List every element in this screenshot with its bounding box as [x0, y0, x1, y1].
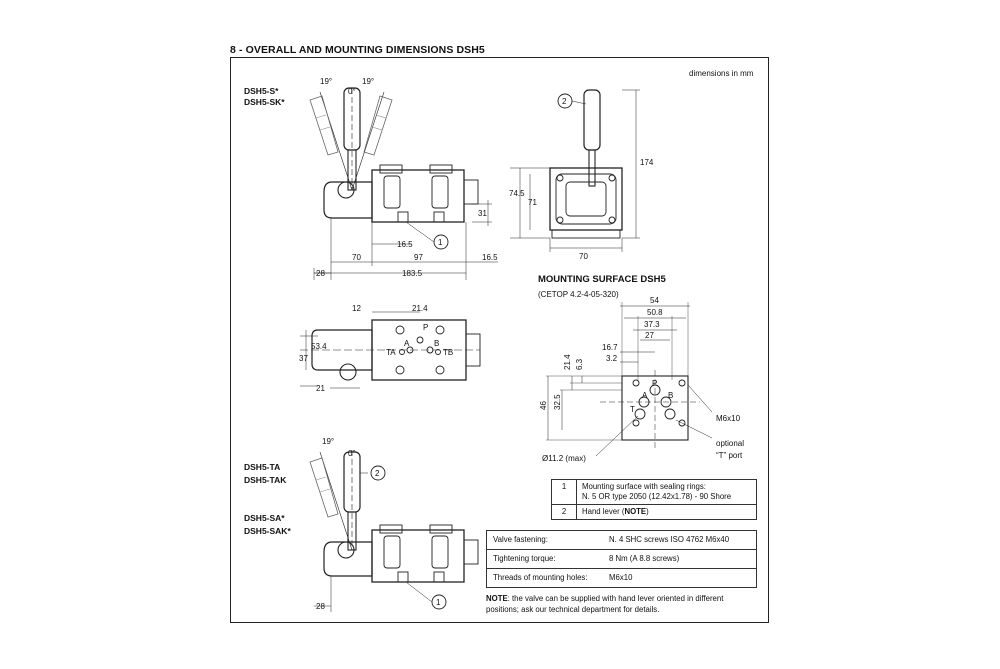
- model-label-sa: DSH5-SA*: [244, 513, 285, 523]
- angle-bottom-center: 0°: [348, 449, 356, 458]
- table-row: Valve fastening: N. 4 SHC screws ISO 476…: [486, 530, 757, 550]
- ms-m6x10: M6x10: [716, 414, 741, 423]
- ms-dim-46: 46: [539, 401, 548, 410]
- angle-center-label: 0°: [348, 87, 356, 96]
- dim-front-31: 31: [478, 209, 487, 218]
- mounting-surface-title: MOUNTING SURFACE DSH5: [538, 274, 666, 285]
- dim-bottom-28: 28: [316, 602, 325, 611]
- dim-front-97: 97: [414, 253, 423, 262]
- table-row: Tightening torque: 8 Nm (A 8.8 screws): [486, 549, 757, 569]
- dim-top-37: 37: [299, 354, 308, 363]
- dim-top-12: 12: [352, 304, 361, 313]
- dim-top-53-4: 53.4: [311, 342, 327, 351]
- table-row: 1 Mounting surface with sealing rings: N…: [551, 479, 757, 505]
- dim-side-74-5: 74.5: [509, 189, 525, 198]
- angle-right-label: 19°: [362, 77, 374, 86]
- callout-2-side: 2: [562, 97, 567, 106]
- units-note: dimensions in mm: [689, 69, 754, 78]
- spec-label: Valve fastening:: [486, 530, 603, 550]
- ms-dim-54: 54: [650, 296, 659, 305]
- note-text: NOTE: the valve can be supplied with han…: [486, 593, 756, 615]
- dim-side-70: 70: [579, 252, 588, 261]
- part-desc-line-1: Mounting surface with sealing rings:: [582, 482, 706, 491]
- ms-dia: Ø11.2 (max): [542, 454, 586, 463]
- ms-dim-3-2: 3.2: [606, 354, 618, 363]
- spec-table: Valve fastening: N. 4 SHC screws ISO 476…: [486, 530, 757, 588]
- dim-front-70: 70: [352, 253, 361, 262]
- callout-2-bottom: 2: [375, 469, 380, 478]
- model-label-sak: DSH5-SAK*: [244, 526, 291, 536]
- ms-dim-6-3: 6.3: [575, 358, 584, 370]
- part-num: 1: [551, 479, 577, 505]
- top-view: [300, 311, 481, 389]
- port-a: A: [404, 339, 410, 348]
- port-p: P: [423, 323, 428, 332]
- spec-label: Threads of mounting holes:: [486, 568, 603, 588]
- ms-dim-32-5: 32.5: [553, 394, 562, 410]
- bottom-front-view: [309, 450, 479, 612]
- table-row: Threads of mounting holes: M6x10: [486, 568, 757, 588]
- port-ta: TA: [386, 348, 396, 357]
- drawing-frame: [230, 57, 769, 623]
- angle-left-label: 19°: [320, 77, 332, 86]
- callout-1-front: 1: [438, 238, 443, 247]
- spec-value: M6x10: [603, 568, 757, 588]
- ms-dim-27: 27: [645, 331, 654, 340]
- spec-label: Tightening torque:: [486, 549, 603, 569]
- dim-front-16-5b: 16.5: [482, 253, 498, 262]
- model-label-ta: DSH5-TA: [244, 462, 281, 472]
- port-b: B: [434, 339, 439, 348]
- section-heading: 8 - OVERALL AND MOUNTING DIMENSIONS DSH5: [230, 44, 485, 56]
- ms-port-t: T: [630, 405, 635, 414]
- dim-top-21: 21: [316, 384, 325, 393]
- ms-t-port: “T” port: [716, 451, 743, 460]
- model-label-sk: DSH5-SK*: [244, 97, 285, 107]
- callout-1-bottom: 1: [436, 598, 441, 607]
- dim-side-71: 71: [528, 198, 537, 207]
- angle-bottom-left: 19°: [322, 437, 334, 446]
- part-desc: Mounting surface with sealing rings: N. …: [576, 479, 757, 505]
- note-body: : the valve can be supplied with hand le…: [486, 594, 724, 614]
- dim-top-21-4: 21.4: [412, 304, 428, 313]
- part-num: 2: [551, 504, 577, 520]
- part-desc-post: ): [646, 507, 649, 516]
- ms-optional: optional: [716, 439, 744, 448]
- spec-value: 8 Nm (A 8.8 screws): [603, 549, 757, 569]
- dim-side-174: 174: [640, 158, 654, 167]
- mounting-surface-drawing: [546, 302, 713, 457]
- dim-front-183-5: 183.5: [402, 269, 423, 278]
- port-tb: TB: [443, 348, 453, 357]
- ms-dim-37-3: 37.3: [644, 320, 660, 329]
- note-bold: NOTE: [486, 594, 508, 603]
- ms-port-a: A: [642, 391, 648, 400]
- dim-front-28: 28: [316, 269, 325, 278]
- model-label-s: DSH5-S*: [244, 86, 279, 96]
- part-desc: Hand lever (NOTE): [576, 504, 757, 520]
- ms-port-b: B: [668, 391, 673, 400]
- front-view: [309, 87, 498, 280]
- ms-dim-21-4: 21.4: [563, 354, 572, 370]
- part-desc-bold: NOTE: [624, 507, 647, 516]
- spec-value: N. 4 SHC screws ISO 4762 M6x40: [603, 530, 757, 550]
- table-row: 2 Hand lever (NOTE): [551, 504, 757, 520]
- model-label-tak: DSH5-TAK: [244, 475, 287, 485]
- ms-dim-16-7: 16.7: [602, 343, 618, 352]
- ms-port-p: P: [652, 379, 657, 388]
- part-desc-pre: Hand lever (: [582, 507, 625, 516]
- dim-front-16-5a: 16.5: [397, 240, 413, 249]
- mounting-surface-subtitle: (CETOP 4.2-4-05-320): [538, 290, 619, 299]
- ms-dim-50-8: 50.8: [647, 308, 663, 317]
- parts-table: 1 Mounting surface with sealing rings: N…: [551, 479, 757, 520]
- side-view: [510, 89, 640, 252]
- part-desc-line-2: N. 5 OR type 2050 (12.42x1.78) - 90 Shor…: [582, 492, 732, 501]
